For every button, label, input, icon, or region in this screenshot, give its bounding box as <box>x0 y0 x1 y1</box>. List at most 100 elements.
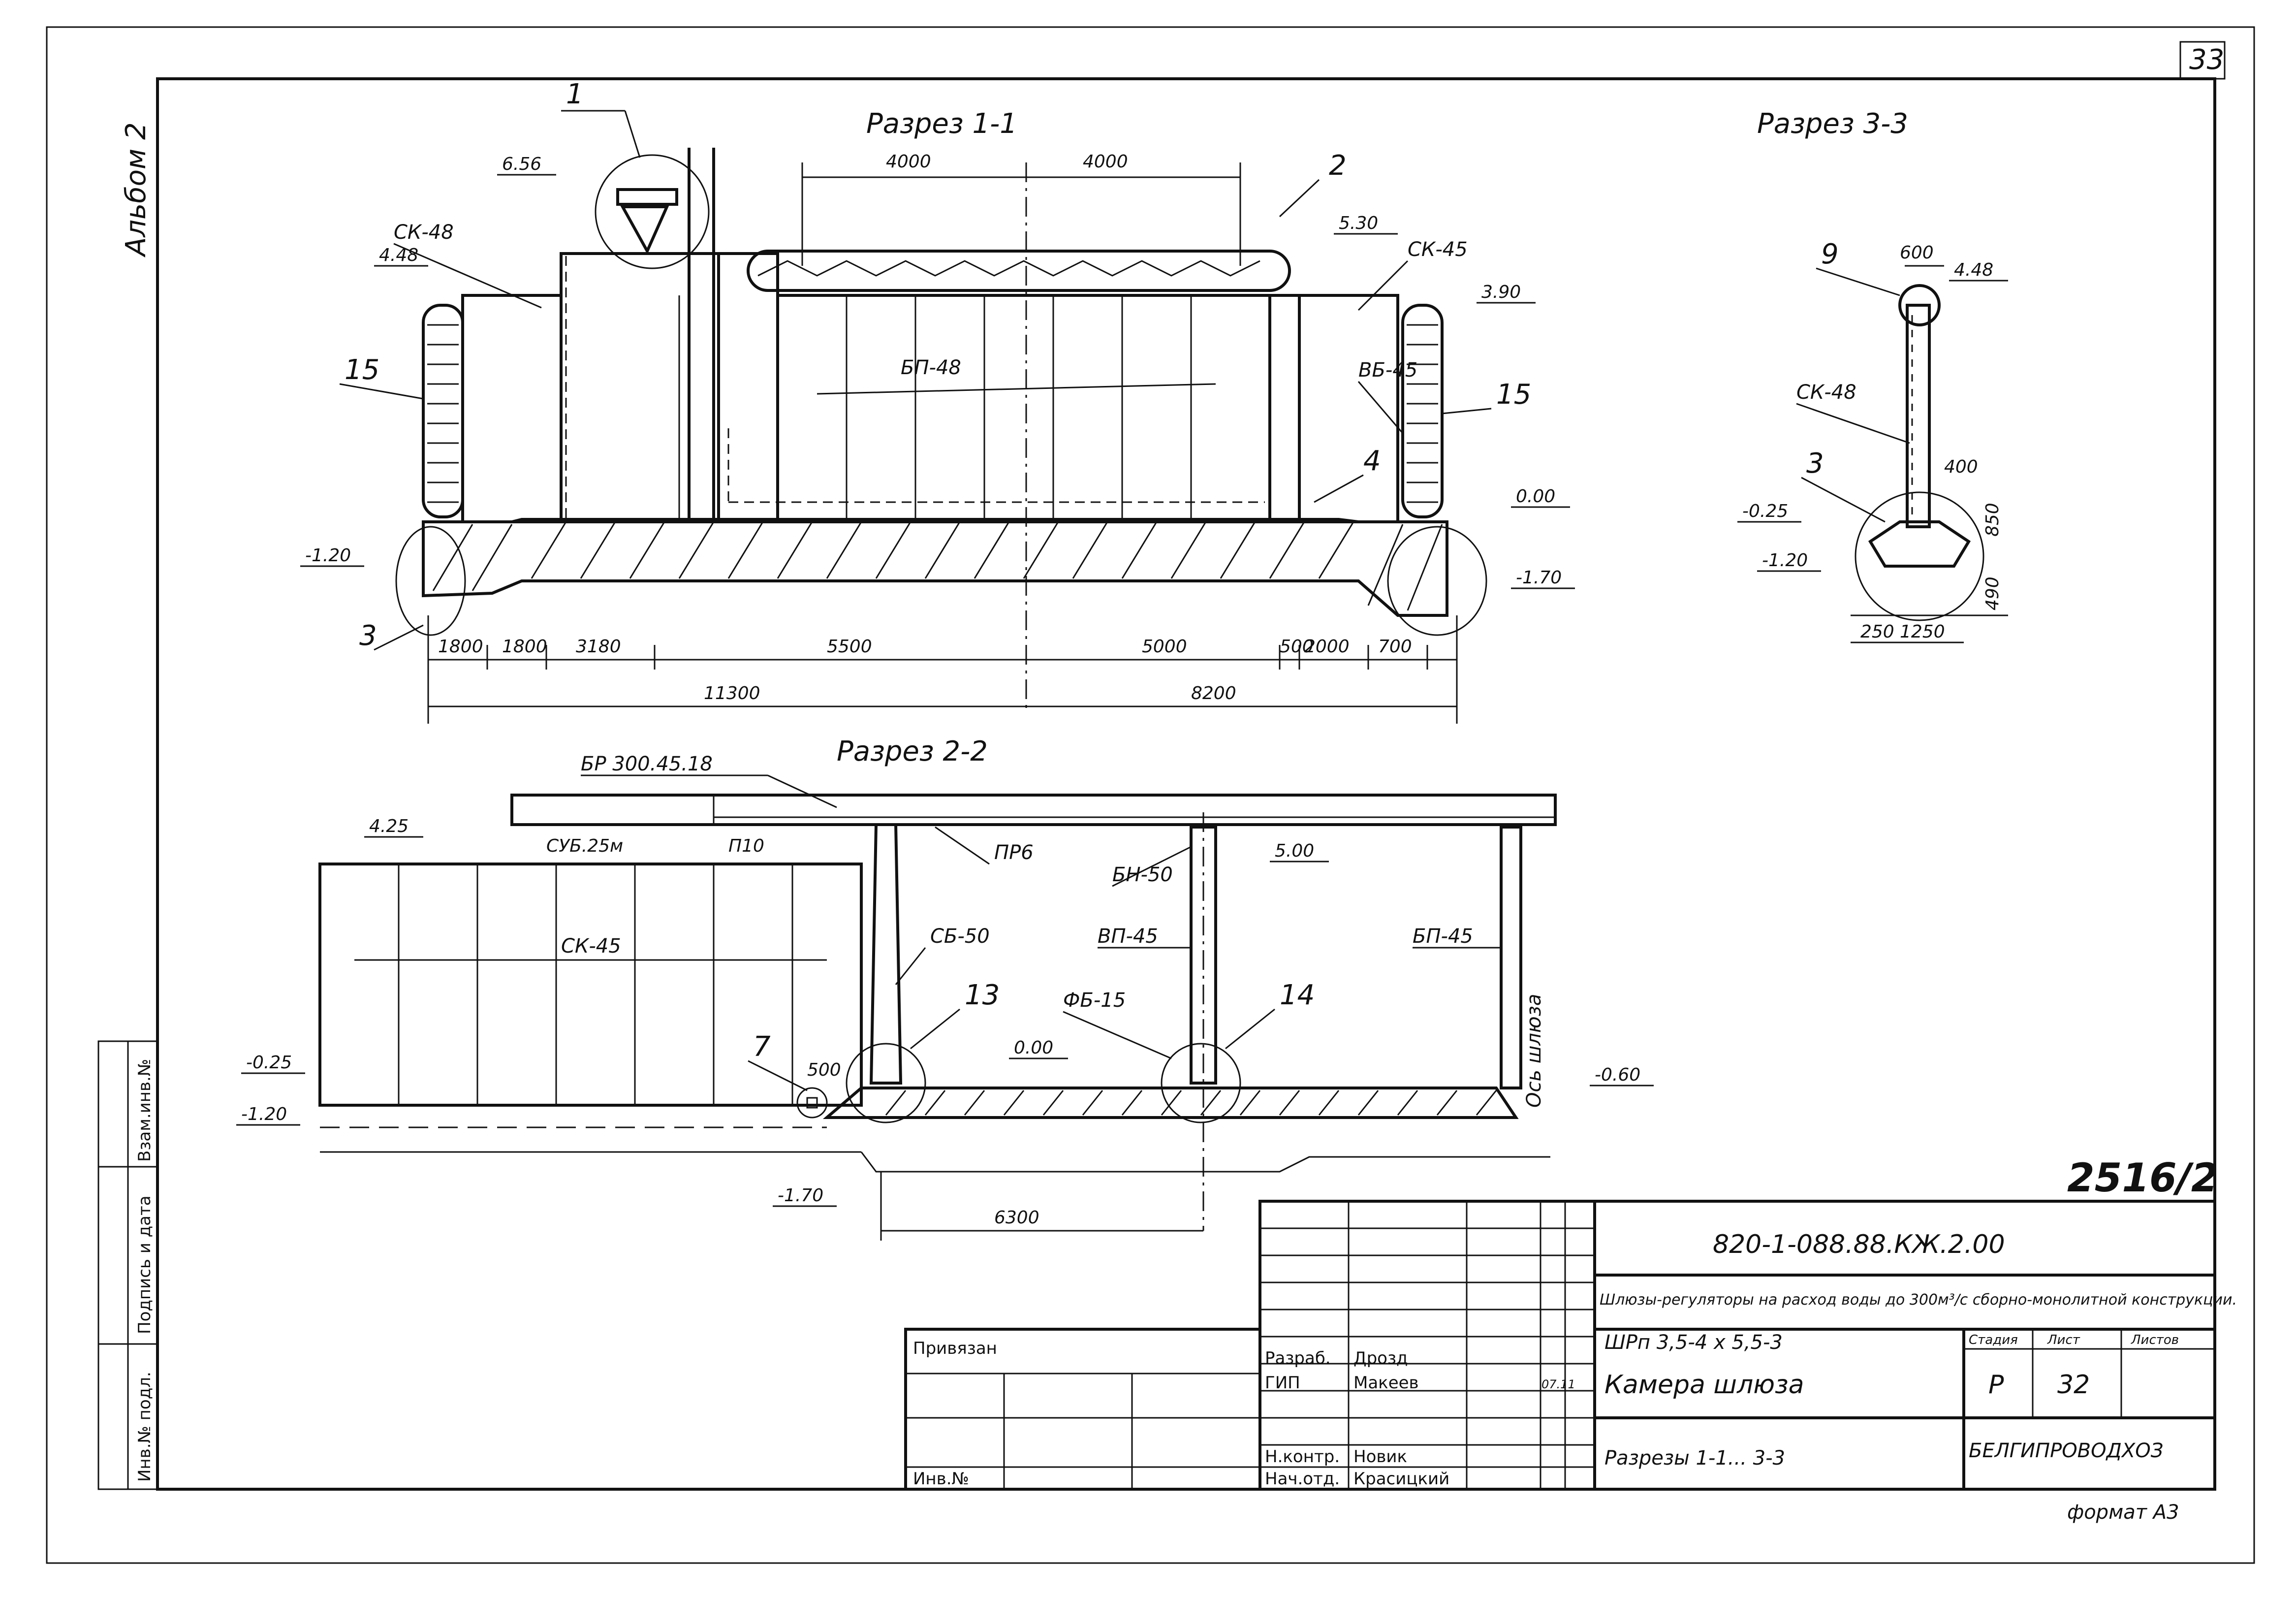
section-1-1: Разрез 1-1 <box>300 78 1575 724</box>
sheets-header: Листов <box>2131 1333 2179 1347</box>
sheet-header: Лист <box>2047 1333 2080 1347</box>
bottom-dim-6: 500 <box>1280 637 1314 657</box>
dim-490: 490 <box>1982 576 2003 610</box>
slab-hatch <box>432 521 1443 611</box>
page-number-box <box>2179 41 2226 80</box>
section-2-2: Разрез 2-2 <box>236 736 1654 1241</box>
dim-6300: 6300 <box>994 1208 1039 1228</box>
bottom-dim-2: 1800 <box>502 637 547 657</box>
stage: Р <box>1988 1370 2004 1400</box>
mark-m1-70: -1.70 <box>1516 568 1562 588</box>
dim-1250: 1250 <box>1900 622 1945 642</box>
mark-3-3-4-48: 4.48 <box>1954 260 1993 280</box>
dim-600: 600 <box>1900 243 1934 263</box>
name-1: Дрозд <box>1353 1348 1408 1368</box>
mark-2-2-m1-20: -1.20 <box>241 1104 287 1124</box>
name-3: Новик <box>1353 1447 1407 1467</box>
bottom-dim-8: 700 <box>1378 637 1412 657</box>
callout-15-right: 15 <box>1496 379 1531 411</box>
bottom-dim-5: 5000 <box>1142 637 1187 657</box>
callout-1: 1 <box>566 78 584 110</box>
callout-14: 14 <box>1280 979 1315 1011</box>
label-bp-48: БП-48 <box>901 356 961 379</box>
role-1: Разраб. <box>1265 1348 1331 1368</box>
tied-label: Привязан <box>913 1339 997 1358</box>
label-br: БР 300.45.18 <box>581 753 713 775</box>
total-dim-1: 11300 <box>704 683 760 704</box>
top-dim-2: 4000 <box>1083 152 1128 172</box>
callout-13: 13 <box>965 979 1000 1011</box>
album-label: Альбом 2 <box>120 122 152 257</box>
format-label: формат А3 <box>2067 1501 2179 1524</box>
top-dim-1: 4000 <box>886 152 931 172</box>
label-2-2-sk-45: СК-45 <box>561 935 621 958</box>
bottom-dim-3: 3180 <box>576 637 621 657</box>
callout-7: 7 <box>753 1031 771 1063</box>
role-4: Нач.отд. <box>1265 1469 1340 1489</box>
callout-15-left: 15 <box>345 354 379 386</box>
mark-3-3-m1-20: -1.20 <box>1762 550 1808 571</box>
role-3: Н.контр. <box>1265 1447 1340 1467</box>
mark-6-56: 6.56 <box>502 154 541 174</box>
section-1-1-title: Разрез 1-1 <box>866 108 1017 140</box>
callout-3-3: 3 <box>1806 448 1824 480</box>
section-3-3: Разрез 3-3 600 400 850 490 250 1250 СК-4… <box>1737 108 2008 643</box>
inventory-mark: 2516/2 <box>2067 1155 2219 1201</box>
callout-3: 3 <box>359 620 377 652</box>
label-pr6: ПР6 <box>994 841 1034 864</box>
section-3-3-title: Разрез 3-3 <box>1757 108 1908 140</box>
mark-0-00: 0.00 <box>1516 486 1555 507</box>
label-sub: СУБ.25м <box>546 836 623 856</box>
doc-code: 820-1-088.88.КЖ.2.00 <box>1713 1230 2005 1259</box>
mark-2-2-0-00: 0.00 <box>1014 1038 1053 1058</box>
label-vb-45: ВБ-45 <box>1358 359 1417 382</box>
inv-no-label: Инв.№ <box>913 1469 969 1489</box>
date: 07.11 <box>1541 1377 1575 1391</box>
subtitle: ШРп 3,5-4 х 5,5-3 <box>1604 1331 1783 1354</box>
label-sk-48: СК-48 <box>394 221 454 244</box>
label-p10: П10 <box>728 836 764 856</box>
sheet-title: Разрезы 1-1... 3-3 <box>1604 1447 1785 1470</box>
mark-2-2-4-25: 4.25 <box>369 816 409 836</box>
title-block: Привязан Инв.№ Разраб. Дрозд ГИП Макеев … <box>904 1200 2237 1491</box>
dim-400: 400 <box>1944 457 1978 477</box>
label-bp-45: БП-45 <box>1413 925 1473 948</box>
mark-m1-20: -1.20 <box>305 545 351 566</box>
sheet-no: 32 <box>2057 1370 2090 1400</box>
side-strip: Взам.инв.№ Подпись и дата Инв.№ подл. <box>97 1040 158 1490</box>
dim-850: 850 <box>1982 503 2003 537</box>
dim-500: 500 <box>807 1060 841 1080</box>
organization: БЕЛГИПРОВОДХОЗ <box>1969 1439 2163 1462</box>
bottom-dim-7: 2000 <box>1304 637 1350 657</box>
label-sk-45: СК-45 <box>1408 238 1468 261</box>
mark-4-48: 4.48 <box>379 245 418 265</box>
bottom-dim-4: 5500 <box>827 637 872 657</box>
inv-orig-label: Инв.№ подл. <box>135 1372 155 1482</box>
label-3-3-sk-48: СК-48 <box>1796 381 1856 404</box>
stage-header: Стадия <box>1969 1333 2018 1347</box>
outer-frame <box>46 26 2255 1564</box>
mark-3-3-m0-25: -0.25 <box>1742 501 1788 521</box>
label-sb-50: СБ-50 <box>930 925 990 948</box>
description: Шлюзы-регуляторы на расход воды до 300м³… <box>1600 1291 2237 1309</box>
mark-2-2-m0-25: -0.25 <box>246 1053 292 1073</box>
bottom-dim-1: 1800 <box>438 637 483 657</box>
replace-inv-label: Взам.инв.№ <box>135 1059 155 1162</box>
slab-1-1 <box>422 518 1448 617</box>
name-4: Красицкий <box>1353 1469 1449 1489</box>
role-2: ГИП <box>1265 1373 1300 1393</box>
section-2-2-title: Разрез 2-2 <box>837 736 988 768</box>
sign-date-label: Подпись и дата <box>135 1195 155 1334</box>
label-vp-45: ВП-45 <box>1098 925 1158 948</box>
mark-3-90: 3.90 <box>1481 282 1521 302</box>
page-number: 33 <box>2189 44 2224 76</box>
mark-2-2-m1-70: -1.70 <box>778 1185 823 1206</box>
axis-label: Ось шлюза <box>1523 994 1545 1108</box>
label-bn-50: БН-50 <box>1112 863 1173 886</box>
callout-circle-1 <box>595 154 710 269</box>
callout-4: 4 <box>1363 445 1381 477</box>
callout-9: 9 <box>1821 238 1839 270</box>
name-2: Макеев <box>1353 1373 1419 1393</box>
mark-2-2-m0-60: -0.60 <box>1595 1065 1640 1085</box>
